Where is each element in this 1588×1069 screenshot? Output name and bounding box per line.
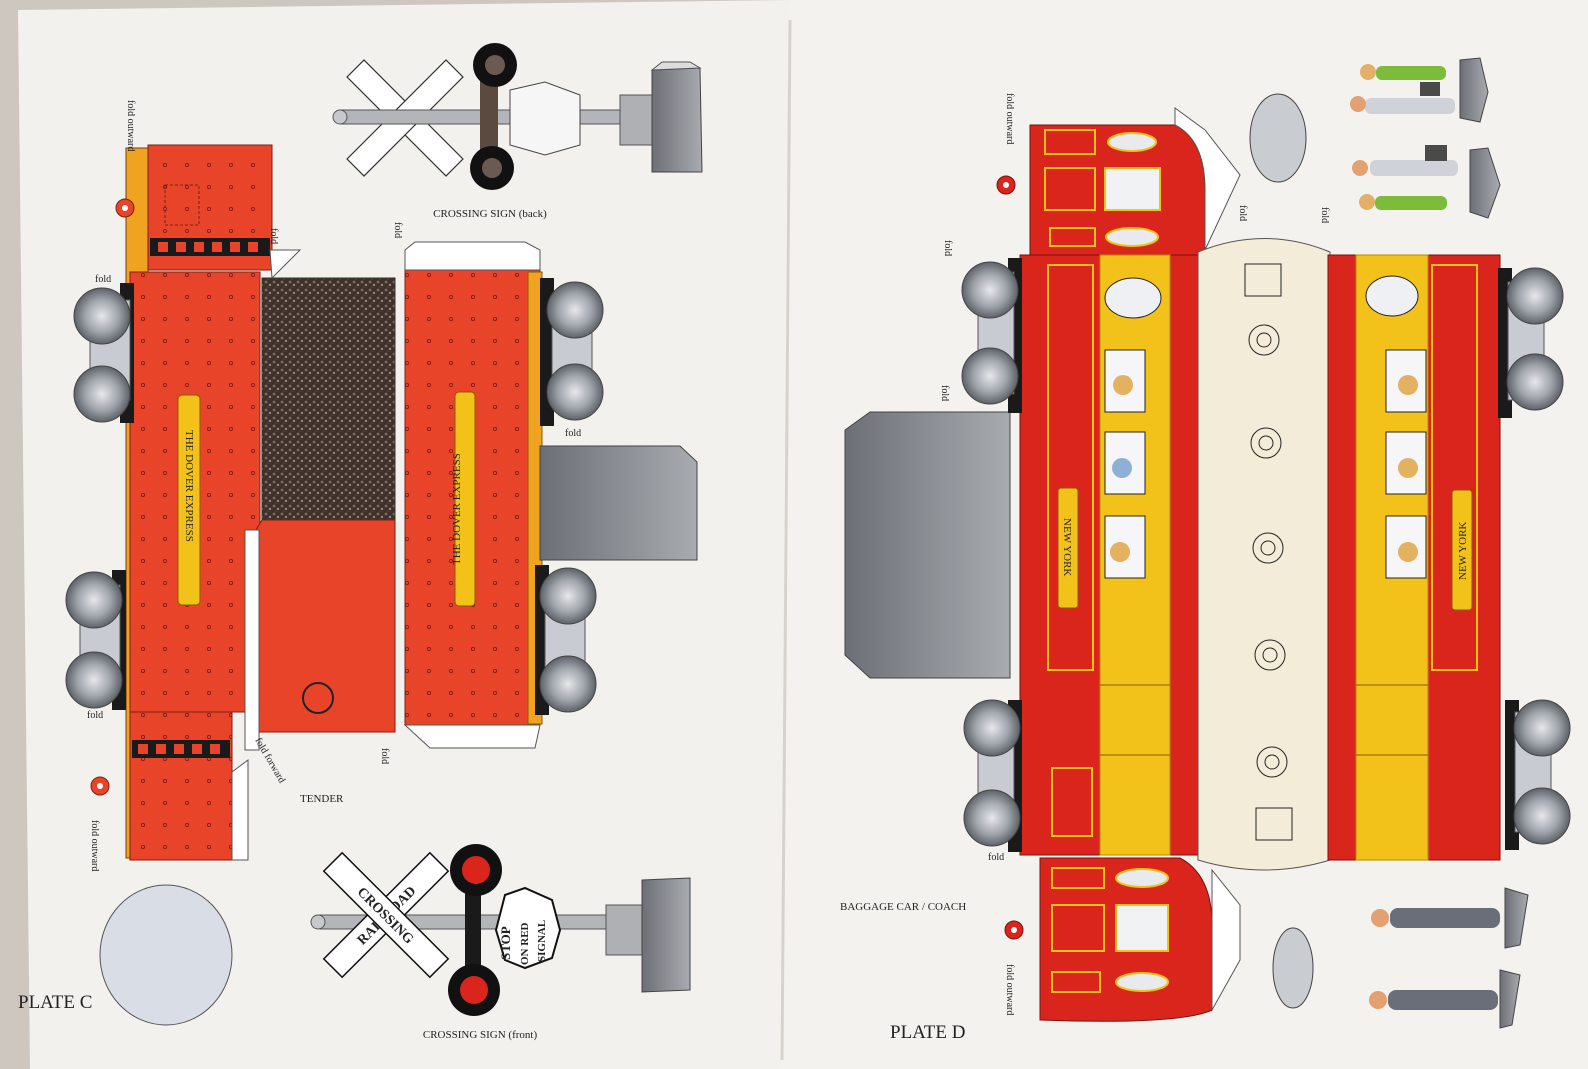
plate-c-label: PLATE C: [18, 992, 92, 1013]
crossing-sign-front: RAILROAD CROSSING STOP ON RED SIGNAL: [310, 844, 691, 1016]
car-end-top: [996, 107, 1241, 256]
passenger-figures-bottom: [1272, 887, 1529, 1029]
coach-wheel-truck-left-bottom: [963, 699, 1022, 852]
coach-wheel-truck-left-top: [961, 258, 1022, 413]
roof-vent-square-bottom: [1255, 807, 1293, 841]
car-name-1: NEW YORK: [1061, 518, 1073, 576]
coach-wheel-truck-right-bottom: [1505, 699, 1571, 850]
tender-label: TENDER: [300, 793, 344, 805]
fold-outward-top-label: fold outward: [125, 100, 136, 151]
fold-label-d3: fold: [1237, 205, 1248, 221]
fold-label-3: fold: [268, 228, 279, 244]
plate-c: CROSSING SIGN (back) THE DOVER EXPRESS: [18, 43, 703, 1041]
fold-label-d1: fold: [942, 240, 953, 256]
car-end-bottom: [1004, 857, 1241, 1022]
crossing-sign-back: [332, 43, 703, 190]
fold-label-1: fold: [95, 274, 111, 285]
fold-label-5: fold: [565, 428, 581, 439]
fold-label-d2: fold: [939, 385, 950, 401]
book-gutter: [780, 19, 792, 1061]
coach-side-left: NEW YORK: [1019, 254, 1201, 856]
wheel-truck-left-bottom: [65, 570, 126, 710]
wheel-truck-left-top: [73, 283, 134, 423]
gray-side-panel: [844, 411, 1011, 679]
roof-vents: [1248, 324, 1288, 778]
fold-label-4: fold: [392, 222, 403, 238]
engine-name-1: THE DOVER EXPRESS: [183, 430, 195, 542]
roof-vent-square-top: [1244, 263, 1282, 297]
crossing-sign-back-label: CROSSING SIGN (back): [433, 208, 547, 220]
fold-label-2: fold: [87, 710, 103, 721]
fold-outward-top-label-d: fold outward: [1004, 93, 1015, 144]
baggage-car-label: BAGGAGE CAR / COACH: [840, 901, 966, 913]
plate-d-label: PLATE D: [890, 1022, 965, 1043]
wheel-truck-tender-top: [540, 278, 604, 426]
crossing-sign-front-label: CROSSING SIGN (front): [423, 1029, 538, 1041]
fold-label-6: fold: [379, 748, 390, 764]
coach-side-right: NEW YORK: [1327, 254, 1501, 861]
wheel-truck-tender-bottom: [535, 565, 597, 715]
stop-sign-line-1: STOP: [498, 926, 513, 960]
fold-outward-bottom-label-d: fold outward: [1004, 964, 1015, 1015]
stop-sign-line-2: ON RED: [519, 922, 531, 965]
plate-d: NEW YORK NEW Y: [840, 57, 1571, 1043]
round-disc-piece: [99, 884, 233, 1026]
fold-label-d5: fold: [988, 852, 1004, 863]
fold-outward-bottom-label: fold outward: [89, 820, 100, 871]
stop-sign-line-3: SIGNAL: [536, 920, 548, 962]
fold-label-d4: fold: [1319, 207, 1330, 223]
tender-piece: THE DOVER EXPRESS: [244, 241, 698, 751]
coach-wheel-truck-right-top: [1498, 267, 1564, 418]
car-name-2: NEW YORK: [1457, 522, 1469, 580]
engine-name-2: THE DOVER EXPRESS: [451, 453, 463, 565]
passenger-figures-top: [1249, 57, 1501, 219]
